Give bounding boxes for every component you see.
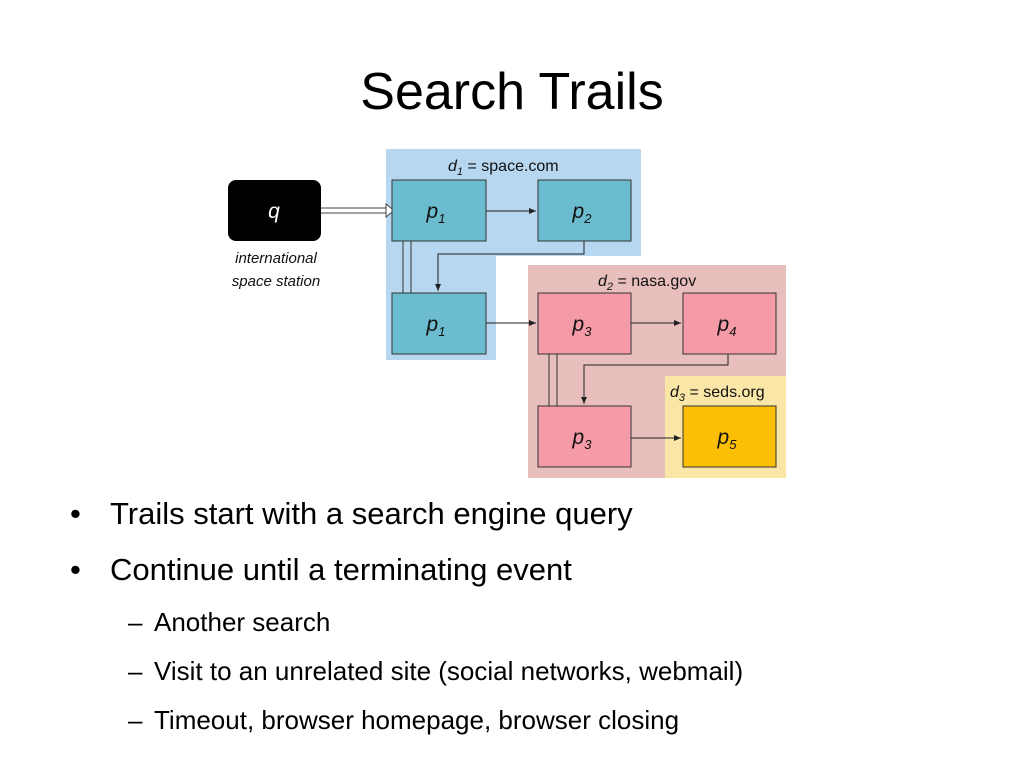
page-node-p5: p5 <box>682 405 777 468</box>
bullet-marker: • <box>70 496 81 531</box>
svg-text:p3: p3 <box>572 426 593 452</box>
page-node-p3-revisit: p3 <box>537 405 632 468</box>
page-node-p3: p3 <box>537 292 632 355</box>
bullet-list: • Trails start with a search engine quer… <box>70 492 970 751</box>
sub-bullet-marker: – <box>128 656 143 686</box>
page-node-p1: p1 <box>391 179 487 242</box>
sub-bullet-item: – Visit to an unrelated site (social net… <box>70 653 970 702</box>
sub-bullet-text: Another search <box>154 607 331 637</box>
svg-text:p1: p1 <box>426 313 446 339</box>
query-caption-line2: space station <box>232 273 320 290</box>
svg-text:p1: p1 <box>426 200 446 226</box>
bullet-text: Trails start with a search engine query <box>110 496 633 531</box>
sub-bullet-item: – Timeout, browser homepage, browser clo… <box>70 702 970 751</box>
sub-bullet-marker: – <box>128 705 143 735</box>
link-p4-p3 <box>581 354 729 404</box>
bullet-item: • Continue until a terminating event <box>70 548 970 604</box>
sub-bullet-marker: – <box>128 607 143 637</box>
query-caption-line1: international <box>235 250 317 267</box>
domain-label-space-com: d1 = space.com <box>448 158 559 178</box>
bullet-marker: • <box>70 552 81 587</box>
query-node-label: q <box>268 200 280 223</box>
link-p2-p1 <box>435 241 585 291</box>
svg-text:p5: p5 <box>717 426 738 452</box>
sub-bullet-text: Timeout, browser homepage, browser closi… <box>154 705 680 735</box>
query-node <box>228 180 321 241</box>
page-node-p1-revisit: p1 <box>391 292 487 355</box>
svg-text:p2: p2 <box>572 200 593 226</box>
domain-label-nasa-gov: d2 = nasa.gov <box>598 273 696 293</box>
sub-bullet-item: – Another search <box>70 604 970 653</box>
slide-title: Search Trails <box>360 63 664 121</box>
domain-label-seds-org: d3 = seds.org <box>670 384 765 404</box>
bullet-item: • Trails start with a search engine quer… <box>70 492 970 548</box>
svg-text:p4: p4 <box>717 313 737 339</box>
page-node-p4: p4 <box>682 292 777 355</box>
svg-text:p3: p3 <box>572 313 593 339</box>
sub-bullet-text: Visit to an unrelated site (social netwo… <box>154 656 744 686</box>
page-node-p2: p2 <box>537 179 632 242</box>
bullet-text: Continue until a terminating event <box>110 552 572 587</box>
query-to-page-arrowhead <box>385 202 395 219</box>
